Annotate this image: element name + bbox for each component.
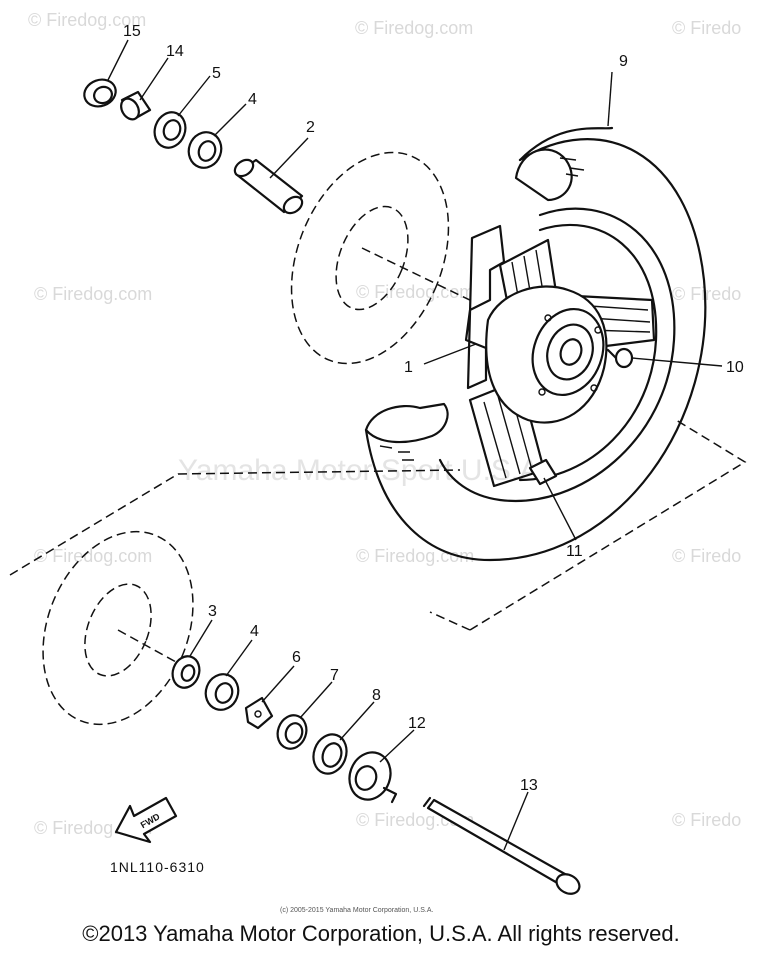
part-9-tire	[364, 126, 707, 562]
watermark: © Firedo	[672, 810, 741, 830]
copyright-notice: ©2013 Yamaha Motor Corporation, U.S.A. A…	[82, 921, 680, 946]
label-11: 11	[566, 543, 583, 560]
part-6-clip	[244, 696, 274, 730]
label-5: 5	[212, 65, 221, 82]
watermark: © Firedog.com	[356, 282, 474, 302]
label-6: 6	[292, 649, 301, 666]
label-15: 15	[123, 23, 141, 40]
part-4-bearing-upper	[187, 131, 223, 169]
forward-arrow-icon: FWD	[114, 796, 178, 844]
watermark: © Firedog.com	[355, 18, 473, 38]
watermark: © Firedo	[672, 546, 741, 566]
label-9: 9	[619, 53, 628, 70]
watermark: © Firedog.com	[34, 546, 152, 566]
part-1-wheel	[464, 223, 658, 488]
part-labels: 15 14 5 4 2 9 1 10 11 3 4 6 7 8 12 13	[123, 23, 744, 794]
part-5-seal	[153, 111, 187, 149]
part-15-cap	[83, 78, 117, 108]
watermark: © Firedog.com	[28, 10, 146, 30]
label-13: 13	[520, 777, 538, 794]
diagram-code: 1NL110-6310	[110, 859, 205, 875]
label-7: 7	[330, 667, 339, 684]
part-11-balance-weight	[528, 458, 558, 486]
part-14-collar	[120, 90, 152, 121]
label-14: 14	[166, 43, 184, 60]
brake-disc-lower	[42, 530, 194, 726]
label-10: 10	[726, 359, 744, 376]
part-3-collar	[171, 655, 201, 689]
watermark: © Firedo	[672, 284, 741, 304]
part-7-seal	[276, 714, 308, 750]
watermark: © Firedog.com	[34, 284, 152, 304]
watermark-center: Yamaha Motor Sport U.S.A	[178, 454, 539, 487]
small-copyright: (c) 2005-2015 Yamaha Motor Corporation, …	[280, 907, 433, 914]
label-8: 8	[372, 687, 381, 704]
label-4-lower: 4	[250, 623, 259, 640]
axis-lines	[9, 247, 747, 663]
part-4-bearing-lower	[204, 673, 240, 711]
brake-disc-upper	[290, 151, 450, 365]
part-2-spacer	[233, 158, 304, 215]
label-1: 1	[404, 359, 413, 376]
label-4-upper: 4	[248, 91, 257, 108]
label-3: 3	[208, 603, 217, 620]
watermark: © Firedo	[672, 18, 741, 38]
part-8-seal	[312, 733, 348, 775]
part-12-gear-unit	[348, 751, 398, 804]
label-12: 12	[408, 715, 426, 732]
leader-lines	[107, 39, 723, 851]
watermarks: © Firedog.com © Firedog.com © Firedo © F…	[28, 10, 741, 838]
part-13-axle	[422, 796, 581, 895]
part-10-valve	[606, 347, 634, 369]
label-2: 2	[306, 119, 315, 136]
